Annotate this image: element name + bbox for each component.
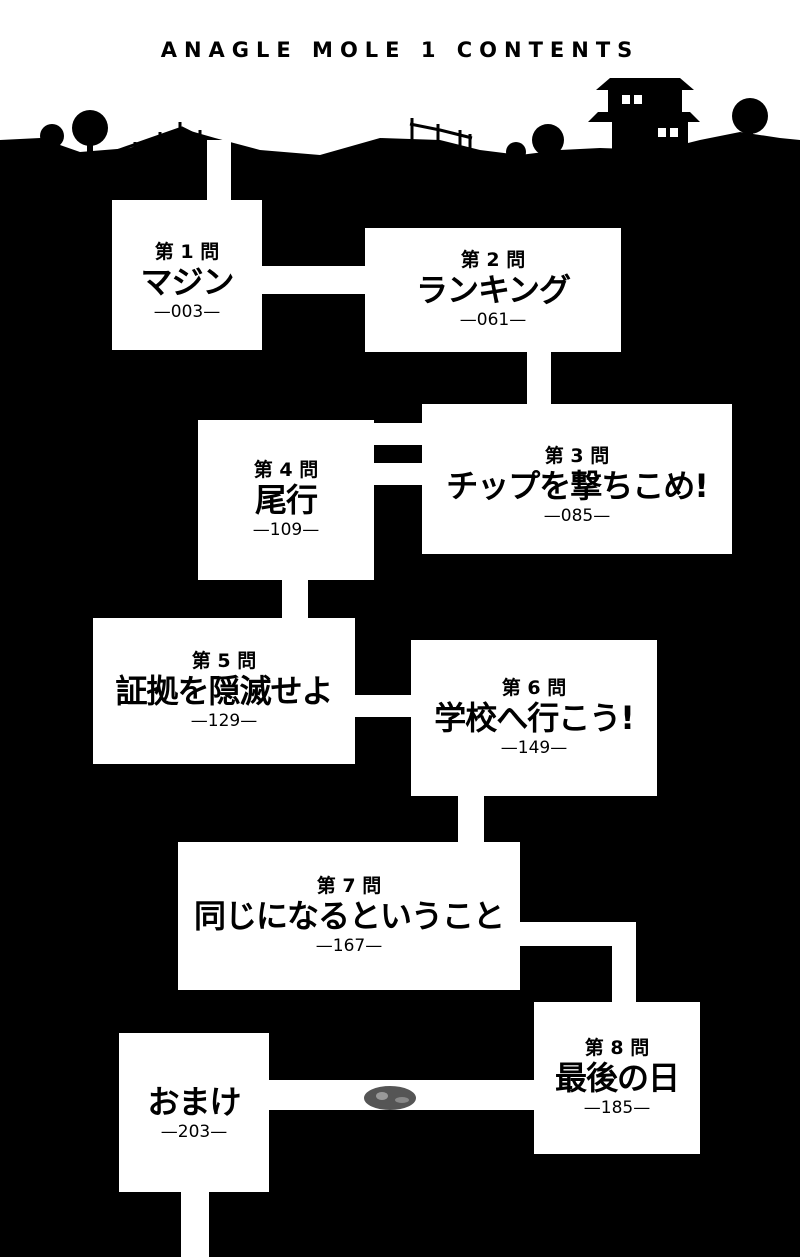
chapter-page: 003: [154, 301, 220, 323]
bonus-entry[interactable]: おまけ 203: [119, 1033, 269, 1192]
chapter-page: 149: [501, 737, 567, 759]
chapter-title: チップを撃ちこめ!: [446, 467, 709, 505]
chapter-5-entry[interactable]: 第 5 問 証拠を隠滅せよ 129: [93, 618, 355, 764]
chapter-title: 尾行: [254, 481, 318, 519]
chapter-3-entry[interactable]: 第 3 問 チップを撃ちこめ! 085: [422, 404, 732, 554]
chapter-1-entry[interactable]: 第 1 問 マジン 003: [112, 200, 262, 350]
chapter-label: 第 1 問: [154, 241, 220, 263]
chapter-page: 109: [253, 519, 319, 541]
chapter-7-entry[interactable]: 第 7 問 同じになるということ 167: [178, 842, 520, 990]
building-icon: [588, 78, 700, 160]
chapter-label: 第 7 問: [316, 875, 382, 897]
chapter-title: マジン: [140, 263, 234, 301]
chapter-label: 第 5 問: [191, 650, 257, 672]
chapter-title: 最後の日: [554, 1059, 680, 1097]
chapter-label: 第 2 問: [460, 249, 526, 271]
chapter-label: 第 3 問: [544, 445, 610, 467]
chapter-2-entry[interactable]: 第 2 問 ランキング 061: [365, 228, 621, 352]
tunnels: [181, 140, 636, 1257]
chapter-label: 第 4 問: [253, 459, 319, 481]
bonus-page: 203: [161, 1121, 227, 1143]
chapter-label: 第 6 問: [501, 677, 567, 699]
chapter-label: 第 8 問: [584, 1037, 650, 1059]
chapter-page: 167: [316, 935, 382, 957]
chapter-4-entry[interactable]: 第 4 問 尾行 109: [198, 420, 374, 580]
chapter-6-entry[interactable]: 第 6 問 学校へ行こう! 149: [411, 640, 657, 796]
chapter-page: 085: [544, 505, 610, 527]
fence-icon: [107, 118, 473, 168]
chapter-page: 185: [584, 1097, 650, 1119]
chapter-page: 129: [191, 710, 257, 732]
bonus-title: おまけ: [147, 1082, 241, 1121]
chapter-page: 061: [460, 309, 526, 331]
chapter-title: 同じになるということ: [193, 897, 505, 935]
chapter-title: 学校へ行こう!: [434, 699, 635, 737]
contents-header: ANAGLE MOLE 1 CONTENTS: [160, 38, 640, 62]
chapter-8-entry[interactable]: 第 8 問 最後の日 185: [534, 1002, 700, 1154]
chapter-title: ランキング: [415, 271, 571, 309]
mole-icon: [364, 1086, 416, 1110]
chapter-title: 証拠を隠滅せよ: [115, 672, 333, 710]
tree-icon: [40, 98, 768, 164]
